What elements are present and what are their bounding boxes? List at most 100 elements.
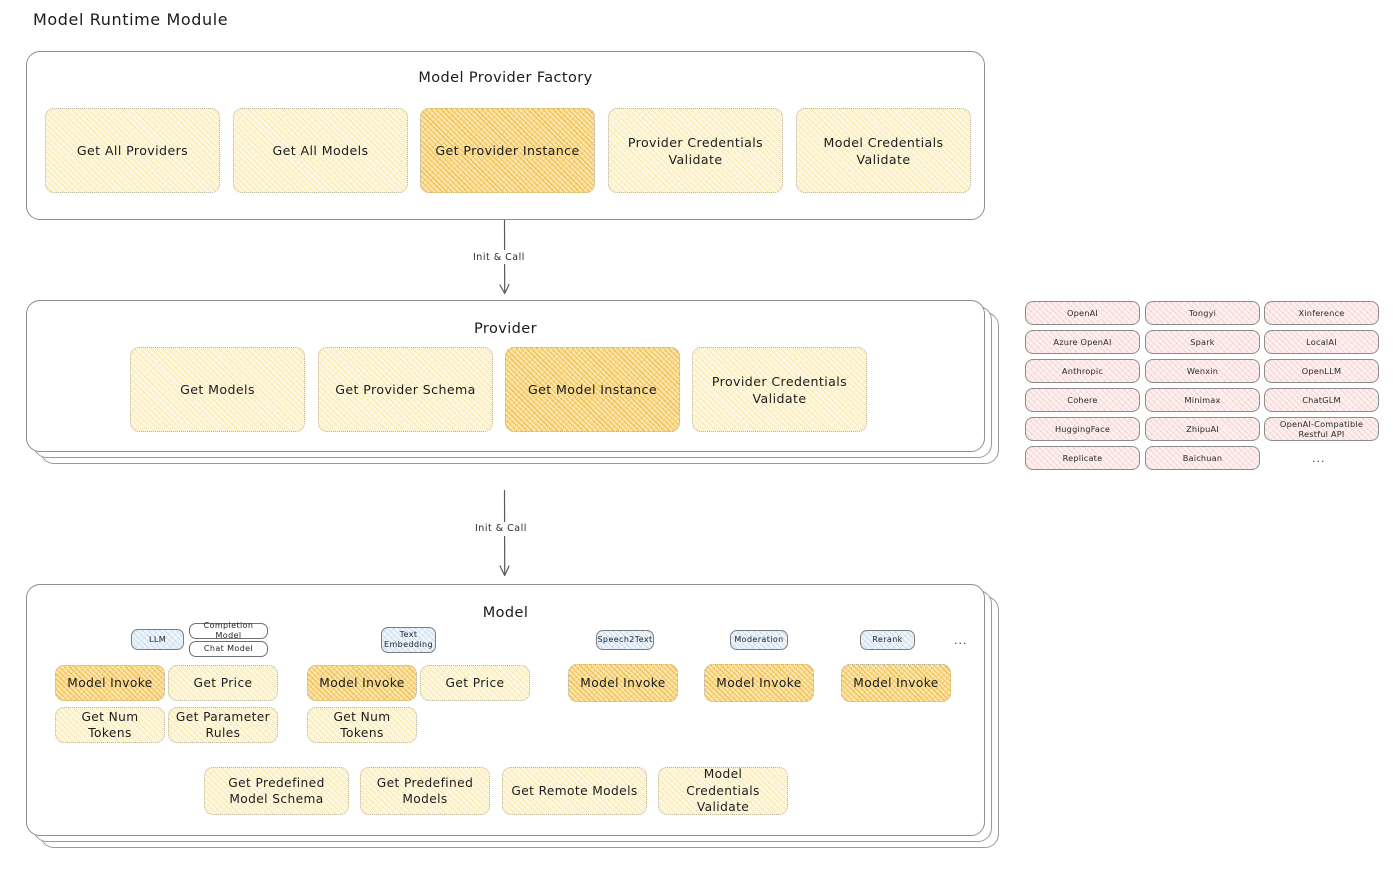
provider-chip-label: Anthropic	[1061, 366, 1104, 376]
model-moderation-box-model-invoke[interactable]: Model Invoke	[704, 664, 814, 702]
model-type-label: Rerank	[872, 635, 903, 645]
model-embedding-box-get-num-tokens[interactable]: Get Num Tokens	[307, 707, 417, 743]
model-type-tag-llm[interactable]: LLM	[131, 629, 184, 650]
arrow-factory-to-provider	[499, 219, 510, 295]
provider-chip-localai[interactable]: LocalAI	[1264, 330, 1379, 354]
factory-box-provider-credentials-validate[interactable]: Provider Credentials Validate	[608, 108, 783, 193]
provider-chip-replicate[interactable]: Replicate	[1025, 446, 1140, 470]
provider-box-label: Get Model Instance	[527, 382, 658, 397]
model-embedding-box-model-invoke[interactable]: Model Invoke	[307, 665, 417, 701]
model-llm-box-get-parameter-rules[interactable]: Get Parameter Rules	[168, 707, 278, 743]
model-common-box-get-predefined-model-schema[interactable]: Get Predefined Model Schema	[204, 767, 349, 815]
provider-chip-label: OpenLLM	[1301, 366, 1342, 376]
model-subtag-completion-model[interactable]: Completion Model	[189, 621, 268, 640]
provider-chip-huggingface[interactable]: HuggingFace	[1025, 417, 1140, 441]
model-method-label: Get Num Tokens	[81, 709, 139, 740]
provider-chip-minimax[interactable]: Minimax	[1145, 388, 1260, 412]
model-method-label: Get Price	[445, 675, 505, 690]
model-llm-box-model-invoke[interactable]: Model Invoke	[55, 665, 165, 701]
provider-chip-label: Xinference	[1298, 308, 1345, 318]
provider-chip-label: ZhipuAI	[1186, 424, 1219, 434]
provider-chip-wenxin[interactable]: Wenxin	[1145, 359, 1260, 383]
provider-chip-azure-openai[interactable]: Azure OpenAI	[1025, 330, 1140, 354]
provider-chip-label: OpenAI	[1066, 308, 1099, 318]
provider-box-get-provider-schema[interactable]: Get Provider Schema	[318, 347, 493, 432]
provider-chip-label: Azure OpenAI	[1053, 337, 1112, 347]
model-type-tag-rerank[interactable]: Rerank	[860, 630, 915, 650]
model-method-label: Model Invoke	[853, 675, 939, 690]
provider-box-provider-credentials-validate[interactable]: Provider Credentials Validate	[692, 347, 867, 432]
model-types-more-ellipsis: ...	[954, 634, 968, 647]
provider-chip-spark[interactable]: Spark	[1145, 330, 1260, 354]
model-embedding-box-get-price[interactable]: Get Price	[420, 665, 530, 701]
provider-chip-label: Cohere	[1067, 395, 1098, 405]
model-rerank-box-model-invoke[interactable]: Model Invoke	[841, 664, 951, 702]
model-speech2text-box-model-invoke[interactable]: Model Invoke	[568, 664, 678, 702]
provider-container: Provider Get Models Get Provider Schema …	[26, 300, 985, 452]
model-method-label: Get Price	[193, 675, 253, 690]
provider-list-more-ellipsis: ...	[1312, 452, 1326, 465]
provider-chip-chatglm[interactable]: ChatGLM	[1264, 388, 1379, 412]
provider-chip-label: Wenxin	[1186, 366, 1219, 376]
provider-chip-label: HuggingFace	[1054, 424, 1111, 434]
provider-chip-label: Tongyi	[1188, 308, 1217, 318]
factory-box-label: Get All Models	[272, 143, 369, 158]
model-common-box-model-credentials-validate[interactable]: Model Credentials Validate	[658, 767, 788, 815]
model-method-label: Get Remote Models	[511, 783, 638, 798]
model-type-label: Text Embedding	[384, 630, 433, 649]
provider-chip-openai[interactable]: OpenAI	[1025, 301, 1140, 325]
model-llm-box-get-price[interactable]: Get Price	[168, 665, 278, 701]
model-provider-factory-title: Model Provider Factory	[418, 70, 593, 86]
provider-chip-baichuan[interactable]: Baichuan	[1145, 446, 1260, 470]
factory-box-get-all-models[interactable]: Get All Models	[233, 108, 408, 193]
provider-chip-label: Baichuan	[1182, 453, 1223, 463]
model-type-tag-speech2text[interactable]: Speech2Text	[596, 630, 654, 650]
provider-chip-label: Minimax	[1184, 395, 1221, 405]
provider-box-get-model-instance[interactable]: Get Model Instance	[505, 347, 680, 432]
model-method-label: Get Predefined Model Schema	[228, 775, 325, 806]
provider-chip-zhipuai[interactable]: ZhipuAI	[1145, 417, 1260, 441]
model-method-label: Model Invoke	[67, 675, 153, 690]
model-method-label: Get Parameter Rules	[175, 709, 271, 740]
model-subtag-chat-model[interactable]: Chat Model	[189, 641, 268, 657]
model-type-label: Speech2Text	[597, 635, 653, 645]
arrow-label-init-and-call-2: Init & Call	[472, 523, 530, 534]
provider-chip-xinference[interactable]: Xinference	[1264, 301, 1379, 325]
model-common-box-get-predefined-models[interactable]: Get Predefined Models	[360, 767, 490, 815]
factory-box-get-provider-instance[interactable]: Get Provider Instance	[420, 108, 595, 193]
model-type-tag-moderation[interactable]: Moderation	[730, 630, 788, 650]
provider-chip-label: OpenAI-Compatible Restful API	[1279, 419, 1364, 439]
arrow-label-init-and-call-1: Init & Call	[470, 252, 528, 263]
factory-box-label: Get All Providers	[76, 143, 189, 158]
model-subtag-label: Chat Model	[203, 644, 254, 654]
model-provider-factory-container: Model Provider Factory Get All Providers…	[26, 51, 985, 220]
provider-chip-anthropic[interactable]: Anthropic	[1025, 359, 1140, 383]
factory-box-model-credentials-validate[interactable]: Model Credentials Validate	[796, 108, 971, 193]
model-common-box-get-remote-models[interactable]: Get Remote Models	[502, 767, 647, 815]
model-method-label: Model Invoke	[319, 675, 405, 690]
model-method-label: Get Predefined Models	[376, 775, 474, 806]
model-type-label: LLM	[148, 634, 167, 644]
provider-box-get-models[interactable]: Get Models	[130, 347, 305, 432]
model-method-label: Model Invoke	[580, 675, 666, 690]
provider-chip-openllm[interactable]: OpenLLM	[1264, 359, 1379, 383]
provider-box-label: Provider Credentials Validate	[711, 373, 848, 406]
arrow-provider-to-model	[499, 489, 510, 577]
model-subtag-label: Completion Model	[203, 621, 254, 640]
provider-chip-tongyi[interactable]: Tongyi	[1145, 301, 1260, 325]
provider-chip-cohere[interactable]: Cohere	[1025, 388, 1140, 412]
model-type-label: Moderation	[734, 635, 784, 645]
model-llm-box-get-num-tokens[interactable]: Get Num Tokens	[55, 707, 165, 743]
model-method-label: Model Credentials Validate	[686, 767, 760, 815]
provider-box-label: Get Models	[180, 382, 255, 397]
provider-title: Provider	[474, 321, 537, 337]
factory-box-label: Model Credentials Validate	[823, 134, 944, 167]
provider-chip-label: Replicate	[1062, 453, 1103, 463]
provider-chip-label: Spark	[1190, 337, 1215, 347]
model-type-tag-text-embedding[interactable]: Text Embedding	[381, 627, 436, 653]
model-method-label: Get Num Tokens	[333, 709, 391, 740]
factory-box-get-all-providers[interactable]: Get All Providers	[45, 108, 220, 193]
provider-chip-label: ChatGLM	[1302, 395, 1341, 405]
provider-chip-openai-compatible-restful-api[interactable]: OpenAI-Compatible Restful API	[1264, 417, 1379, 441]
page-title: Model Runtime Module	[33, 10, 229, 29]
